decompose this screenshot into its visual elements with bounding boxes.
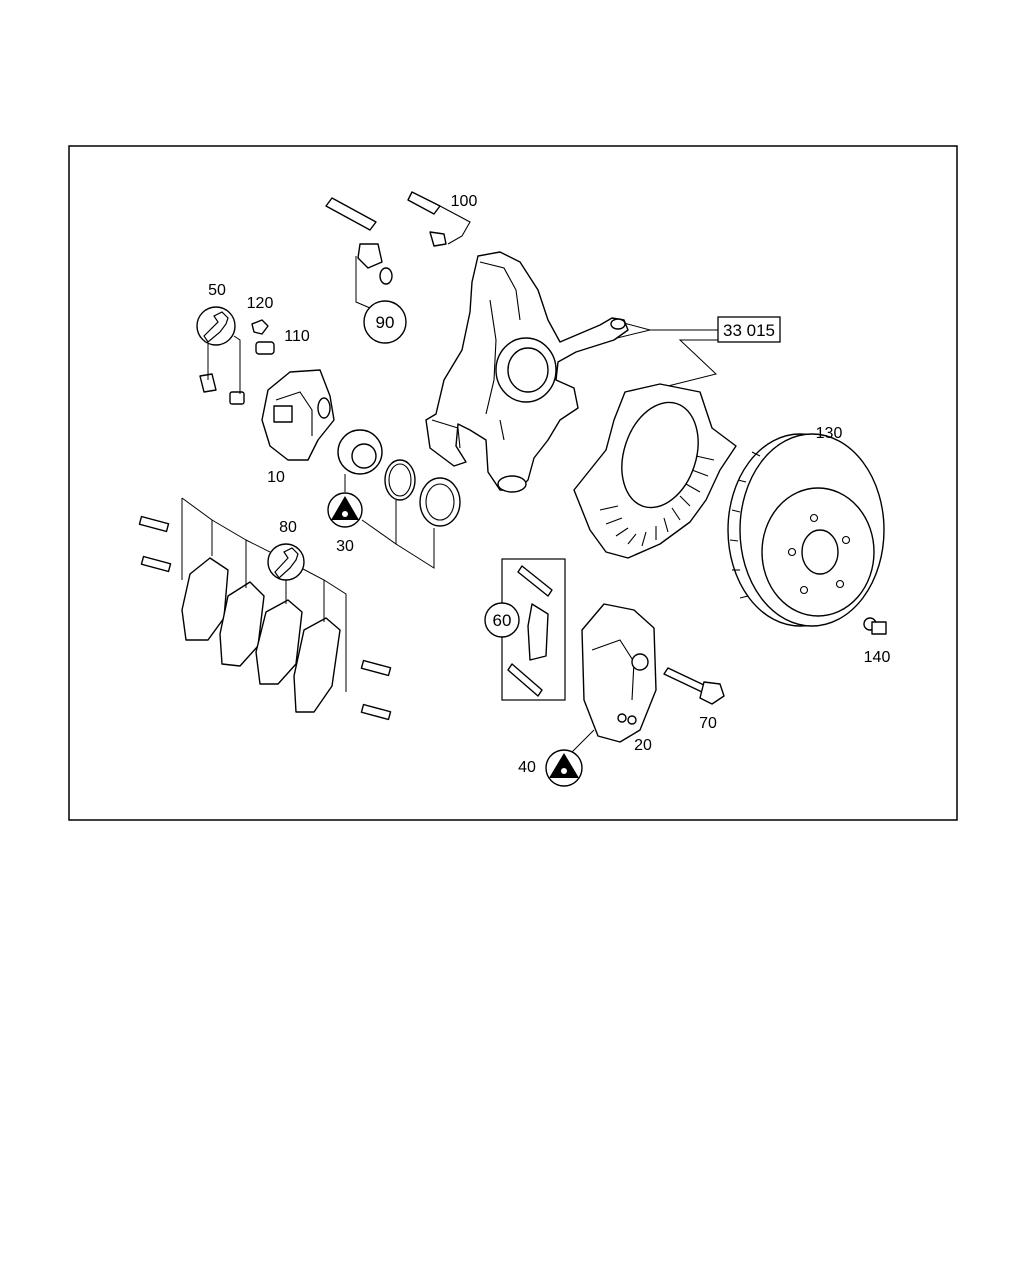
svg-text:90: 90: [376, 313, 395, 332]
callout-label-70: 70: [699, 715, 717, 732]
triangle-kit-icon: [545, 729, 595, 787]
callout-label-50: 50: [208, 282, 226, 299]
callout-label-30: 30: [336, 538, 354, 555]
wear-sensor: [407, 191, 471, 247]
wrench-icon: [267, 543, 305, 581]
brake-pads: [138, 497, 392, 721]
callout-label-20: 20: [634, 737, 652, 754]
callout-label-40: 40: [518, 759, 536, 776]
callout-label-130: 130: [816, 425, 843, 442]
steering-knuckle: [425, 251, 629, 493]
reference-box-group: 33 015: [559, 316, 781, 387]
callout-90: 90: [355, 256, 407, 344]
triangle-kit-icon: [327, 474, 435, 569]
guide-pins: [199, 319, 275, 405]
bolt-70: [663, 667, 725, 705]
brake-shield: [573, 383, 737, 559]
caliper-upper: [261, 369, 335, 461]
callout-label-100: 100: [451, 193, 478, 210]
callout-label-140: 140: [864, 649, 891, 666]
screw-140: [863, 617, 887, 635]
svg-text:60: 60: [493, 611, 512, 630]
callout-label-120: 120: [247, 295, 274, 312]
bleeder-kit: [325, 197, 393, 285]
callout-label-80: 80: [279, 519, 297, 536]
piston-and-seals: [337, 429, 461, 527]
caliper-lower: [581, 603, 657, 743]
callout-label-110: 110: [284, 328, 310, 345]
brake-disc: [727, 433, 885, 627]
accessory-kit: [501, 558, 566, 701]
callout-60: 60: [484, 602, 520, 638]
reference-box-label: 33 015: [723, 321, 775, 340]
callout-label-10: 10: [267, 469, 285, 486]
wrench-icon: [196, 306, 241, 394]
